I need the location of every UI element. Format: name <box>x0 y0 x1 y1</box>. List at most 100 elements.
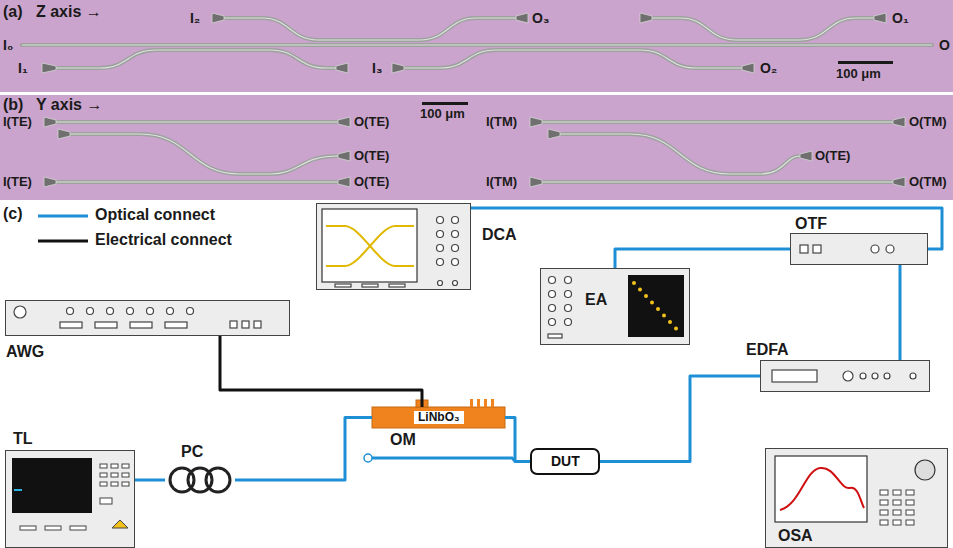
instrument-box: DCA <box>316 203 471 290</box>
waveform-generator-icon-part-part <box>165 322 187 328</box>
micrograph-a-part <box>838 61 893 64</box>
amplifier-icon-part-part <box>860 373 866 379</box>
instrument-box: TL <box>5 450 135 548</box>
error-analyzer-icon-part-part <box>674 327 678 331</box>
tunable-laser-icon-part-part <box>111 482 118 486</box>
optical-filter-icon-part-part <box>871 245 879 253</box>
optical-filter-icon-part-part <box>800 245 808 253</box>
micrograph-b-part-part <box>56 120 338 124</box>
oscilloscope-icon-part <box>316 203 471 290</box>
micrograph-b-part-part <box>800 151 812 161</box>
spectrum-analyzer-icon-part-part <box>906 490 914 495</box>
waveform-generator-icon-part-part <box>147 308 154 315</box>
spectrum-analyzer-icon-part-part <box>893 510 901 515</box>
port-label: O(TE) <box>354 175 389 190</box>
micrograph-b-part-part <box>44 117 56 127</box>
micrograph-a-part-part <box>336 63 348 73</box>
error-analyzer-icon-part <box>540 268 690 345</box>
micrograph-a-part-part <box>652 18 874 40</box>
waveform-generator-icon <box>5 300 290 336</box>
micrograph-b-part-part <box>560 134 800 174</box>
error-analyzer-icon-part <box>632 281 678 331</box>
micrograph-b-part-part <box>70 134 338 174</box>
error-analyzer-icon-part-part <box>644 294 648 298</box>
spectrum-analyzer-icon-part <box>915 460 935 480</box>
node-label: LiNbO₃ <box>414 411 464 424</box>
micrograph-b-part-part <box>542 120 893 124</box>
error-analyzer-icon-part-part <box>650 301 654 305</box>
oscilloscope-icon <box>316 203 471 290</box>
node-label: DUT <box>547 454 584 469</box>
modulator-body-part <box>491 399 494 407</box>
micrograph-b-part-part <box>548 129 560 139</box>
tunable-laser-icon-part-part <box>122 473 129 477</box>
error-analyzer-icon-part <box>548 277 572 339</box>
tunable-laser-icon-part <box>14 489 22 491</box>
axis-label: Y axis → <box>36 96 102 114</box>
oscilloscope-icon-part <box>326 226 414 266</box>
spectrum-analyzer-icon-part <box>780 468 864 510</box>
port-label: I₂ <box>190 10 200 26</box>
modulator-body <box>372 399 505 428</box>
panel-label: (b) <box>3 96 23 114</box>
micrograph-b-part-part <box>338 151 350 161</box>
bypass-fiber-part <box>364 454 372 462</box>
micrograph-a-part-part <box>640 13 652 23</box>
optical-connector <box>135 479 165 482</box>
modulator-body-part <box>470 399 473 407</box>
spectrum-analyzer-icon-part-part <box>880 490 888 495</box>
micrograph-b-part-part <box>893 177 905 187</box>
tunable-laser-icon-part-part <box>20 526 36 530</box>
tunable-laser-icon-part-part <box>111 473 118 477</box>
polarization-controller-symbol-part <box>206 468 230 492</box>
tunable-laser-icon <box>5 450 135 548</box>
instrument-label: AWG <box>6 343 44 361</box>
micrograph-b-part-part <box>338 117 350 127</box>
error-analyzer-icon-part-part <box>565 291 572 298</box>
micrograph-b-part-part <box>70 134 338 174</box>
spectrum-analyzer-icon-part-part <box>906 510 914 515</box>
micrograph-b-part-part <box>542 121 893 122</box>
instrument-label: EA <box>585 291 607 309</box>
port-label: O <box>939 37 950 53</box>
optical-filter-icon-part-part <box>886 245 894 253</box>
waveform-generator-icon-part-part <box>60 322 82 328</box>
tunable-laser-icon-part-part <box>100 473 107 477</box>
micrograph-b-part <box>56 122 893 182</box>
micrograph-a-part-part <box>404 50 742 68</box>
waveform-generator-icon-part-part <box>242 321 249 328</box>
optical-filter-icon-part-part <box>813 245 821 253</box>
micrograph-b <box>0 95 953 200</box>
error-analyzer-icon-part <box>628 275 684 337</box>
amplifier-icon-part-part <box>884 373 890 379</box>
error-analyzer-icon-part-part <box>662 314 666 318</box>
amplifier-icon-part <box>760 360 930 392</box>
modulator-node: LiNbO₃OM <box>372 407 505 428</box>
waveform-generator-icon-part <box>5 300 290 336</box>
instrument-label: OSA <box>778 527 813 545</box>
error-analyzer-icon-part-part <box>668 320 672 324</box>
error-analyzer-icon-part-part <box>549 277 556 284</box>
micrograph-a-part-part <box>22 44 932 45</box>
instrument-box: EDFA <box>760 360 930 392</box>
instrument-label: OTF <box>795 215 827 233</box>
instrument-label: DCA <box>482 226 517 244</box>
instrument-label: EDFA <box>746 341 789 359</box>
micrograph-b-part-part <box>542 180 893 184</box>
oscilloscope-icon-part <box>335 217 459 288</box>
error-analyzer-icon-part-part <box>632 281 636 285</box>
oscilloscope-icon-part <box>322 209 417 282</box>
micrograph-b-part-part <box>56 121 338 122</box>
port-label: O₂ <box>760 60 777 76</box>
port-label: O₁ <box>892 10 909 26</box>
micrograph-a-part-part <box>224 18 516 40</box>
micrograph-a-part <box>22 18 932 68</box>
oscilloscope-icon-part-part <box>452 245 459 252</box>
micrograph-b-part-part <box>338 177 350 187</box>
port-label: O(TM) <box>909 175 947 190</box>
micrograph-a-part <box>42 13 886 73</box>
spectrum-analyzer-icon-part-part <box>880 510 888 515</box>
oscilloscope-icon-part-part <box>326 226 414 266</box>
spectrum-analyzer-icon-part <box>880 490 914 525</box>
